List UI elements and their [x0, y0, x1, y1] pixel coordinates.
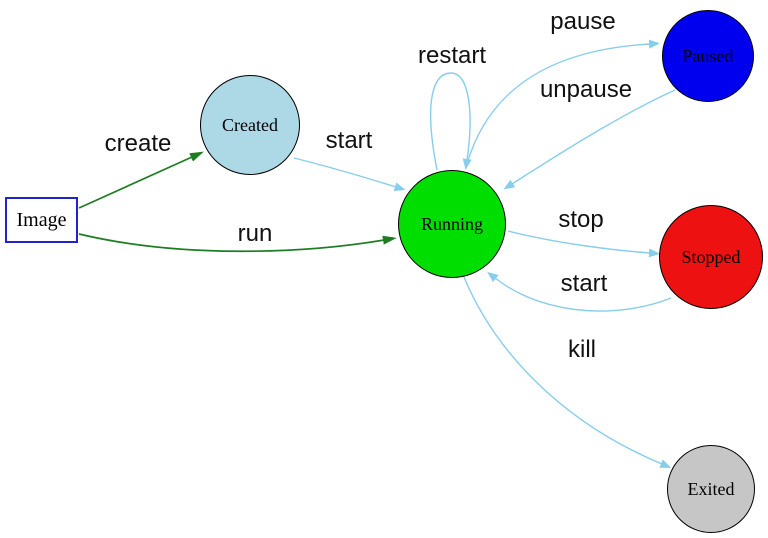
node-image-label: Image [16, 208, 67, 231]
edge-label-stop: stop [558, 206, 604, 233]
edge-stop-arrow [507, 230, 660, 258]
node-image: Image [5, 197, 78, 243]
node-created: Created [200, 75, 300, 175]
node-exited: Exited [667, 445, 755, 533]
node-running-label: Running [420, 213, 483, 234]
edge-label-unpause: unpause [539, 76, 633, 103]
edge-label-create: create [104, 130, 172, 157]
edge-label-run: run [237, 220, 273, 247]
edge-start-created-running-arrow [293, 157, 406, 191]
edge-unpause-arrow [503, 89, 676, 190]
node-paused: Paused [662, 10, 754, 102]
edge-run-arrow [78, 233, 397, 253]
node-stopped-label: Stopped [681, 246, 741, 267]
node-exited-label: Exited [687, 478, 735, 499]
edge-label-restart: restart [417, 42, 487, 69]
edge-label-start-created-running: start [325, 127, 373, 154]
node-stopped: Stopped [659, 205, 763, 309]
edge-label-start-stopped-running: start [560, 270, 608, 297]
node-created-label: Created [222, 114, 278, 135]
edge-label-pause: pause [550, 8, 616, 35]
node-paused-label: Paused [682, 45, 734, 66]
edge-restart-self-loop-arrow [429, 72, 472, 171]
edge-create-arrow [78, 151, 204, 209]
edge-label-kill: kill [568, 336, 596, 363]
edge-kill-arrow [463, 276, 672, 468]
edge-start-stopped-running-arrow [487, 271, 672, 312]
node-running: Running [398, 170, 506, 278]
edge-pause-arrow [466, 39, 660, 165]
